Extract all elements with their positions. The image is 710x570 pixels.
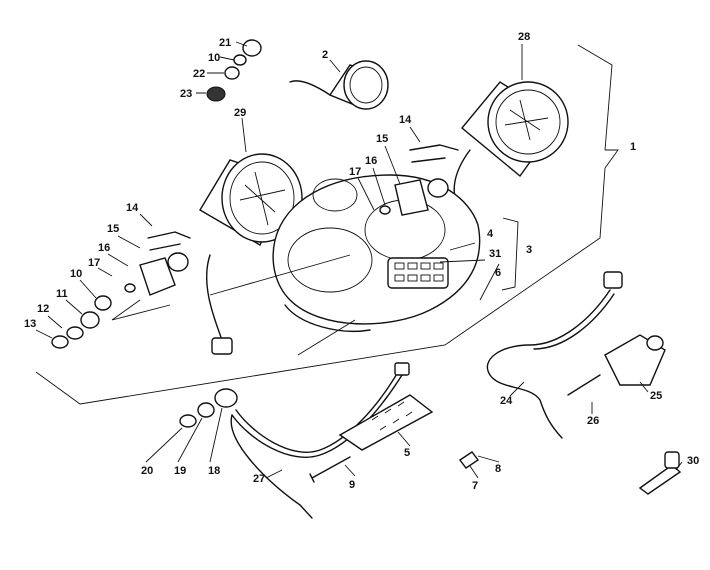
bracket-1	[604, 149, 619, 169]
callout-6: 6	[495, 267, 501, 279]
clip-7-8	[458, 451, 480, 469]
callout-17-right: 17	[349, 166, 361, 178]
callout-30: 30	[687, 455, 699, 467]
callout-8: 8	[495, 463, 501, 475]
callout-1: 1	[630, 141, 636, 153]
connector-block-5	[338, 394, 434, 451]
callout-12: 12	[37, 303, 49, 315]
callout-10-top: 10	[208, 52, 220, 64]
callout-16-right: 16	[365, 155, 377, 167]
callout-14-right: 14	[399, 114, 412, 126]
callout-22: 22	[193, 68, 205, 80]
callout-5: 5	[404, 447, 410, 459]
callout-28: 28	[518, 31, 530, 43]
left-bracket-hardware	[51, 231, 191, 349]
top-fastener-stack	[206, 39, 262, 102]
left-gauge-29	[199, 153, 303, 355]
callout-3: 3	[526, 244, 532, 256]
ignition-switch-25	[604, 334, 666, 386]
bottom-fastener-stack	[179, 388, 238, 428]
callout-24: 24	[500, 395, 513, 407]
callout-13: 13	[24, 318, 36, 330]
callout-23: 23	[180, 88, 192, 100]
screw-9	[309, 456, 351, 483]
cable-24	[486, 271, 623, 439]
callout-17-left: 17	[88, 257, 100, 269]
callout-leaders	[35, 41, 683, 479]
callout-26: 26	[587, 415, 599, 427]
callout-14-left: 14	[126, 202, 139, 214]
bracket-3	[501, 217, 519, 291]
callout-15-right: 15	[376, 133, 388, 145]
callout-7: 7	[472, 480, 478, 492]
bolt-26	[567, 374, 601, 396]
callout-25: 25	[650, 390, 662, 402]
cable-27	[230, 362, 410, 519]
callout-2: 2	[322, 49, 328, 61]
callout-labels: 1 2 3 4 5 6 7 8 9 10 10 11 12 13 14 14 1…	[24, 31, 699, 492]
callout-18: 18	[208, 465, 220, 477]
callout-21: 21	[219, 37, 231, 49]
small-gauge-2	[289, 60, 389, 110]
key-30	[638, 451, 682, 495]
assembly-outline	[35, 44, 613, 405]
callout-16-left: 16	[98, 242, 110, 254]
right-gauge-28	[453, 81, 569, 206]
callout-4: 4	[487, 228, 494, 240]
callout-29: 29	[234, 107, 246, 119]
callout-11: 11	[56, 288, 68, 300]
instrument-housing	[272, 174, 481, 332]
callout-27: 27	[253, 473, 265, 485]
callout-9: 9	[349, 479, 355, 491]
callout-20: 20	[141, 465, 153, 477]
right-bracket-hardware	[379, 144, 459, 216]
callout-31: 31	[489, 248, 501, 260]
leader-lines	[209, 242, 486, 356]
callout-15-left: 15	[107, 223, 119, 235]
callout-19: 19	[174, 465, 186, 477]
callout-10-left: 10	[70, 268, 82, 280]
